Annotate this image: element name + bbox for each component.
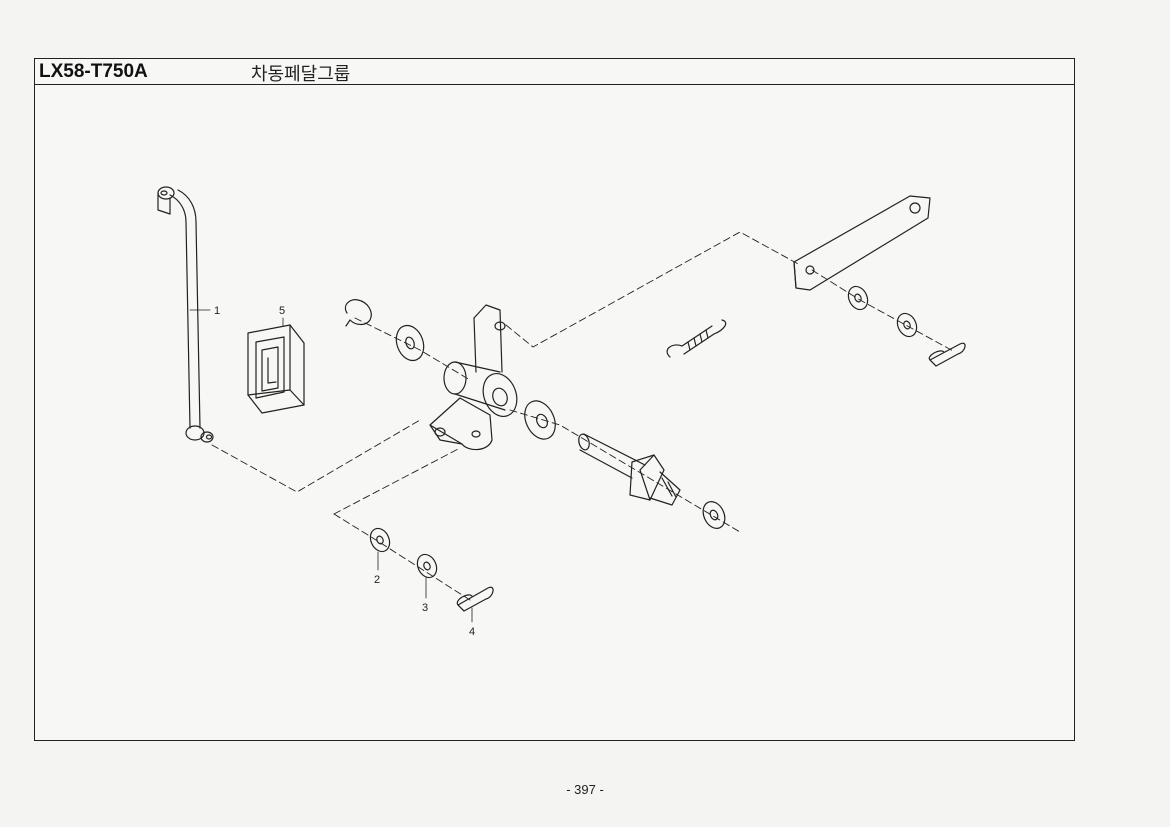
link-washer-b bbox=[896, 312, 918, 338]
callout-5: 5 bbox=[279, 305, 285, 317]
tension-spring bbox=[666, 319, 727, 358]
group-title: 차동페달그룹 bbox=[251, 64, 351, 85]
page-number: - 397 - bbox=[566, 782, 604, 797]
diagram-frame: LX58-T750A 차동페달그룹 bbox=[34, 58, 1075, 741]
callout-4: 4 bbox=[469, 626, 475, 638]
link-washer-a bbox=[847, 285, 869, 311]
callout-3: 3 bbox=[422, 602, 428, 614]
washer-large-left bbox=[395, 324, 425, 362]
callout-leaders bbox=[189, 309, 473, 623]
part-1-pedal-rod bbox=[157, 186, 214, 443]
cotter-pin-right bbox=[928, 342, 966, 367]
pedal-arm-bracket bbox=[429, 304, 518, 451]
part-3-washer bbox=[416, 553, 438, 579]
callout-2: 2 bbox=[374, 574, 380, 586]
connecting-link-plate bbox=[793, 195, 931, 291]
model-code: LX58-T750A bbox=[39, 61, 148, 82]
washer-small-right bbox=[702, 501, 726, 529]
assembly-guide-lines bbox=[211, 231, 956, 601]
washer-large-right bbox=[524, 400, 556, 440]
part-4-cotter-pin bbox=[456, 586, 494, 612]
part-2-washer bbox=[369, 527, 391, 553]
callout-1: 1 bbox=[214, 305, 220, 317]
pivot-shaft-bolt bbox=[578, 433, 681, 506]
part-5-pedal-rubber bbox=[247, 324, 305, 414]
header-bar: LX58-T750A 차동페달그룹 bbox=[35, 59, 1074, 85]
circlip-top bbox=[344, 299, 372, 327]
